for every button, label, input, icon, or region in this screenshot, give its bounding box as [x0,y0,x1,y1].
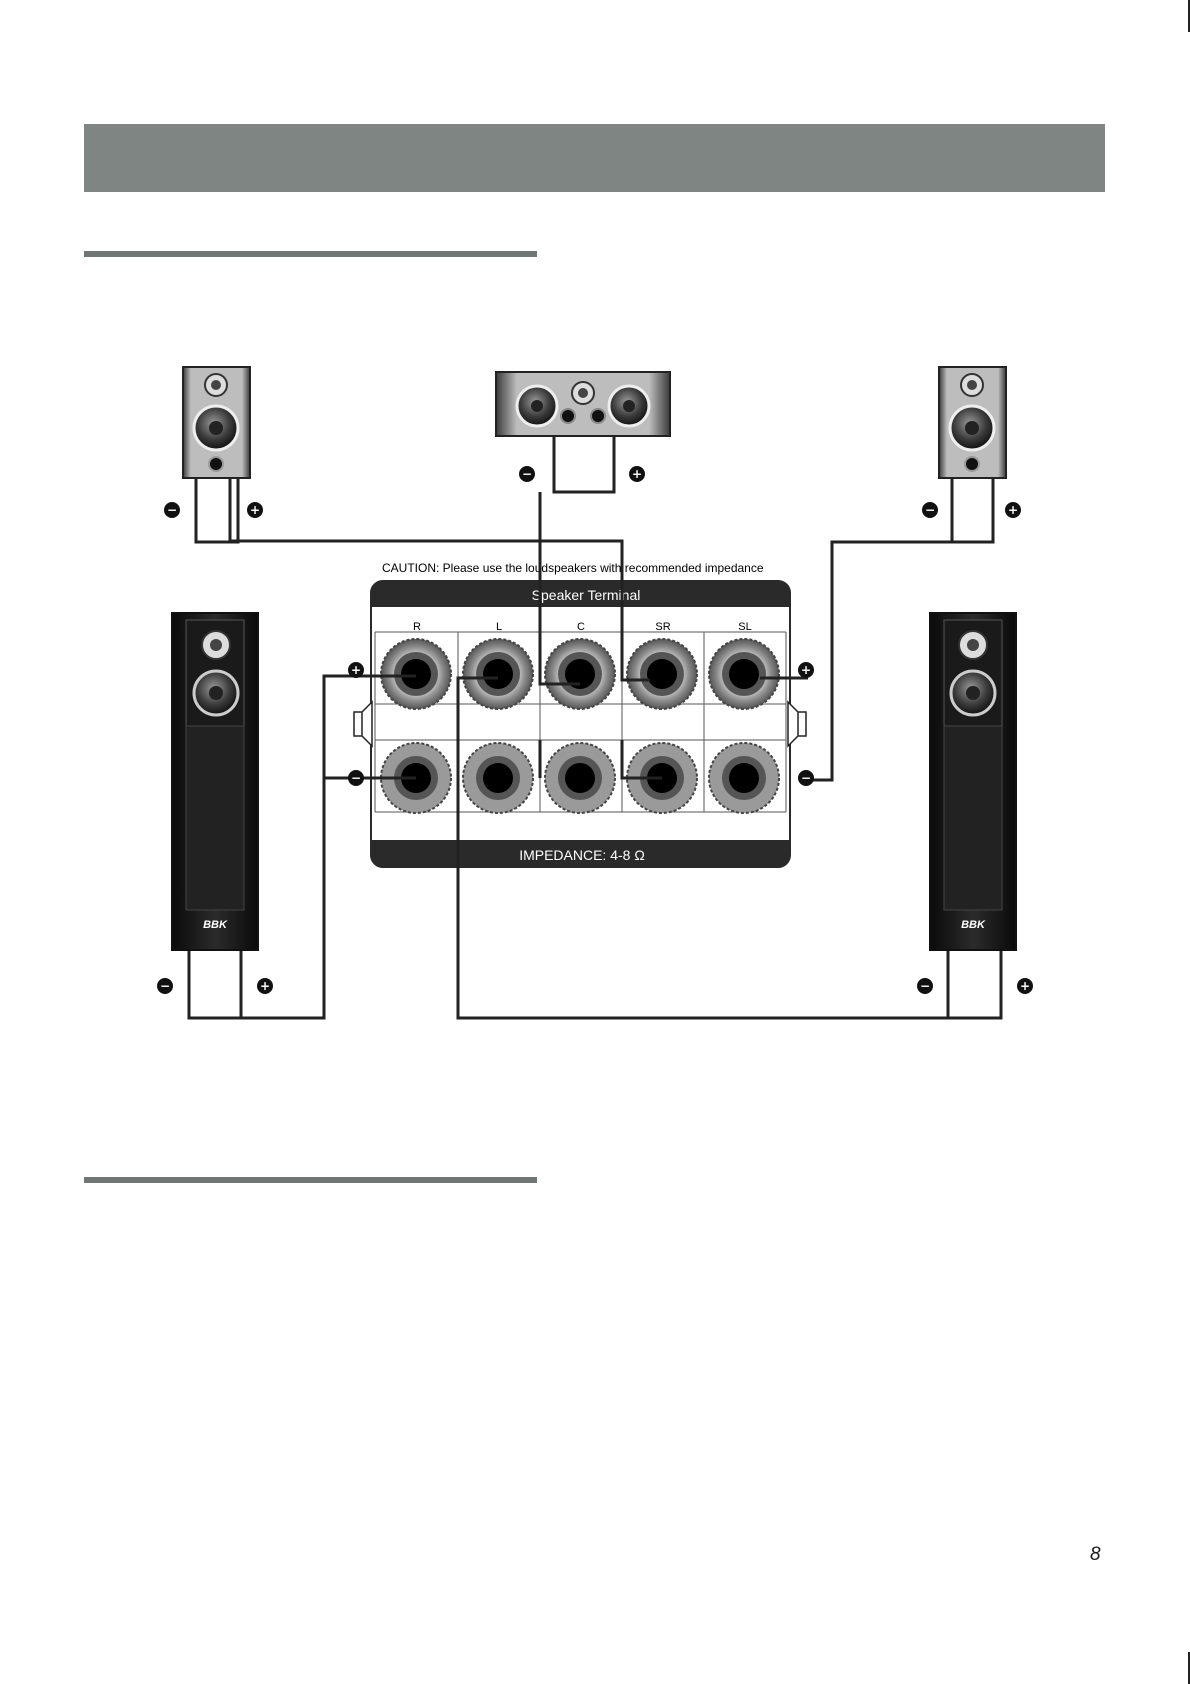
minus-icon: − [798,770,814,786]
plus-icon: + [348,662,364,678]
channel-label-l: L [496,621,502,633]
plus-icon: + [1005,502,1021,518]
section-rule-top [84,251,537,257]
svg-text:−: − [925,503,935,517]
plus-icon: + [1017,978,1033,994]
svg-text:−: − [801,771,811,785]
surround-right-tower-speaker: BBK [929,612,1017,951]
terminal-title: Speaker Terminal [532,587,641,603]
tower-right-brand: BBK [961,919,986,931]
front-left-bookshelf-speaker [182,366,251,479]
svg-text:+: + [250,503,260,517]
surround-left-tower-speaker: BBK [171,612,259,951]
page-number: 8 [1090,1544,1101,1565]
minus-icon: − [922,502,938,518]
svg-text:−: − [522,467,532,481]
plus-icon: + [257,978,273,994]
jack-c-minus [544,742,616,814]
edge-mark-top [1188,0,1190,32]
svg-text:−: − [351,771,361,785]
jack-c-plus [544,638,616,710]
minus-icon: − [157,978,173,994]
channel-label-c: C [577,621,585,633]
plus-icon: + [629,466,645,482]
channel-label-r: R [413,621,421,633]
svg-text:+: + [351,663,361,677]
speaker-terminal-panel: Speaker Terminal IMPEDANCE: 4-8 Ω R L C … [353,580,807,868]
caution-text: CAUTION: Please use the loudspeakers wit… [382,561,764,575]
svg-text:+: + [801,663,811,677]
front-right-bookshelf-speaker [938,366,1007,479]
minus-icon: − [917,978,933,994]
speaker-symbol-right-icon [787,700,807,748]
minus-icon: − [348,770,364,786]
jack-r-plus [380,638,452,710]
svg-text:−: − [920,979,930,993]
wiring [187,436,1003,1020]
svg-text:+: + [1008,503,1018,517]
channel-label-sr: SR [655,621,670,633]
svg-text:+: + [260,979,270,993]
edge-mark-bottom [1188,1652,1190,1684]
center-speaker [495,371,671,437]
section-rule-bottom [84,1177,537,1183]
svg-text:+: + [1020,979,1030,993]
impedance-label: IMPEDANCE: 4-8 Ω [519,847,645,863]
svg-text:−: − [167,503,177,517]
jack-l-minus [462,742,534,814]
speaker-symbol-left-icon [353,700,373,748]
plus-icon: + [247,502,263,518]
jack-sl-minus [708,742,780,814]
svg-text:−: − [160,979,170,993]
header-bar [84,124,1105,192]
jack-l-plus [462,638,534,710]
minus-icon: − [164,502,180,518]
minus-icon: − [519,466,535,482]
channel-label-sl: SL [738,621,751,633]
jack-sr-plus [626,638,698,710]
polarity-markers: − + − + − + + − + − − + − + [157,466,1033,994]
plus-icon: + [798,662,814,678]
svg-text:+: + [632,467,642,481]
jack-sl-plus [708,638,780,710]
tower-left-brand: BBK [203,919,228,931]
